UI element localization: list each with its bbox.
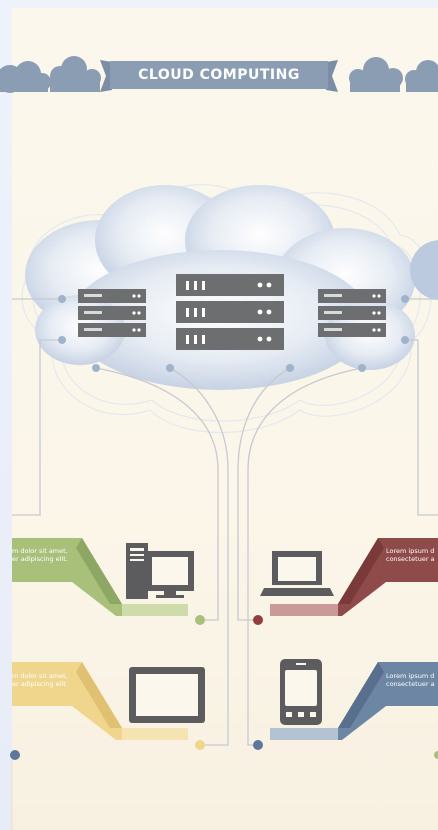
yellow-ribbon [12, 662, 188, 740]
label-line: m dolor sit amet, [12, 672, 68, 680]
laptop-icon [260, 551, 334, 596]
banner-clouds-left [0, 56, 101, 93]
banner-clouds-right [349, 57, 438, 92]
label-line: Lorem ipsum d [386, 547, 435, 555]
server-icon [78, 289, 146, 337]
green-ribbon [12, 538, 188, 616]
label-line: er adipiscing elit. [12, 555, 68, 563]
connector-dots [10, 295, 438, 760]
smartphone-icon [280, 659, 322, 725]
red-ribbon [270, 538, 438, 616]
title-banner [100, 60, 338, 92]
yellow-ribbon-text: m dolor sit amet, er adipiscing elit. [12, 672, 92, 688]
desktop-computer-icon [126, 543, 194, 599]
red-ribbon-text: Lorem ipsum d consectetuer a [386, 547, 438, 563]
cloud-icon [349, 57, 403, 92]
tablet-icon [129, 667, 205, 723]
blue-ribbon [270, 662, 438, 740]
label-line: m dolor sit amet, [12, 547, 68, 555]
label-line: consectetuer a [386, 680, 435, 688]
partial-server-right [410, 240, 438, 300]
server-icon [176, 274, 284, 350]
blue-ribbon-text: Lorem ipsum d consectetuer a [386, 672, 438, 688]
label-line: er adipiscing elit. [12, 680, 68, 688]
server-icon [318, 289, 386, 337]
connector-lines [11, 298, 438, 830]
green-ribbon-text: m dolor sit amet, er adipiscing elit. [12, 547, 92, 563]
label-line: Lorem ipsum d [386, 672, 435, 680]
page-title: CLOUD COMPUTING [138, 67, 300, 83]
cloud-icon [405, 60, 438, 92]
cloud-icon [0, 61, 51, 93]
cloud-icon [50, 56, 101, 92]
label-line: consectetuer a [386, 555, 435, 563]
